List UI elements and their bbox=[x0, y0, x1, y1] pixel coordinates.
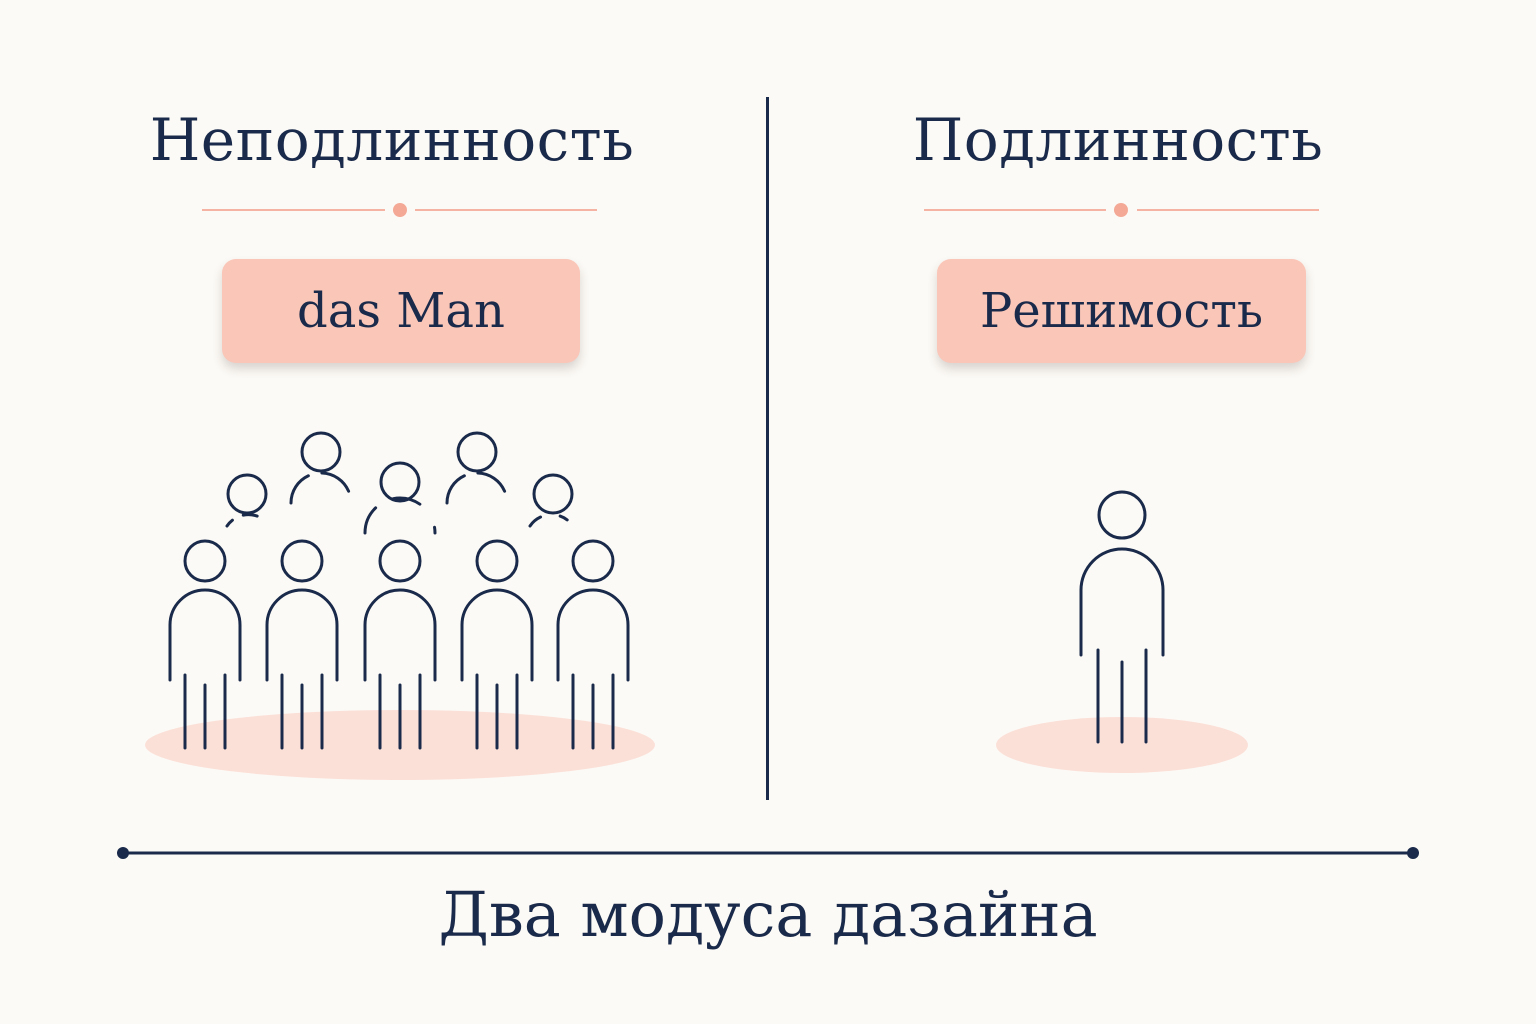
crowd-front-person-1 bbox=[168, 539, 242, 750]
left-ornament-line-b bbox=[415, 209, 597, 211]
authenticity-heading: Подлинность bbox=[912, 106, 1324, 174]
right-ornament bbox=[922, 200, 1322, 220]
axis-right-endpoint bbox=[1407, 847, 1419, 859]
crowd-back-person-2 bbox=[445, 431, 509, 505]
crowd-middle-person-1 bbox=[225, 473, 272, 528]
crowd-front-person-2 bbox=[265, 539, 339, 750]
individual-ground-shadow bbox=[996, 717, 1248, 773]
footer-caption: Два модуса дазайна bbox=[438, 878, 1098, 951]
right-ornament-dot bbox=[1114, 203, 1128, 217]
crowd-back-person-1 bbox=[289, 431, 353, 505]
left-ornament-dot bbox=[393, 203, 407, 217]
das-man-label: das Man bbox=[222, 259, 580, 363]
crowd-of-people-icon bbox=[168, 431, 630, 750]
axis-left-endpoint bbox=[117, 847, 129, 859]
crowd-front-person-5 bbox=[556, 539, 630, 750]
left-ornament-line-a bbox=[202, 209, 385, 211]
bottom-axis-line bbox=[117, 847, 1419, 859]
left-ornament bbox=[200, 200, 600, 220]
column-divider bbox=[766, 97, 769, 800]
single-person-icon bbox=[1079, 490, 1165, 744]
inauthenticity-heading: Неподлинность bbox=[149, 106, 635, 174]
right-ornament-line-b bbox=[1137, 209, 1319, 211]
crowd-middle-person-3 bbox=[528, 473, 575, 528]
right-ornament-line-a bbox=[924, 209, 1106, 211]
crowd-front-person-4 bbox=[460, 539, 534, 750]
resoluteness-label: Решимость bbox=[937, 259, 1306, 363]
crowd-front-person-3 bbox=[363, 539, 437, 750]
crowd-middle-person-2 bbox=[363, 461, 437, 535]
